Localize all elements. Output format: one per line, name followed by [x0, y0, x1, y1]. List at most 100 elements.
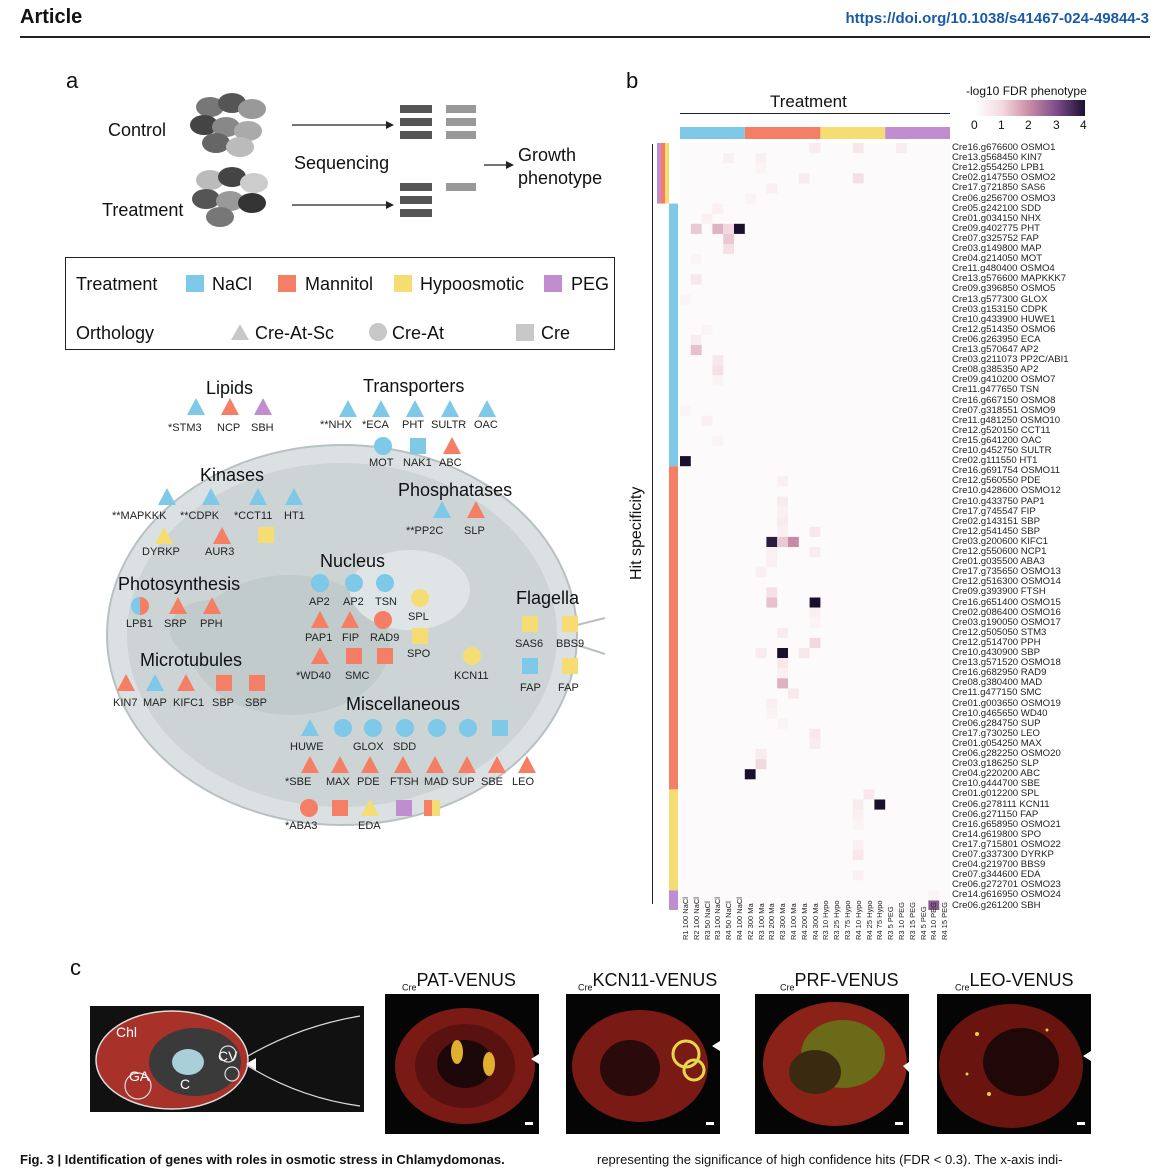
heatmap-cell	[809, 617, 821, 628]
colorbar-title: -log10 FDR phenotype	[966, 84, 1087, 98]
heatmap-row-label: Cre04.g219700 BBS9	[952, 859, 1046, 871]
heatmap-cell	[852, 173, 864, 184]
heatmap-row-label: Cre09.g410200 OSMO7	[952, 374, 1056, 386]
heatmap-row-label: Cre03.g153150 CDPK	[952, 303, 1048, 315]
heatmap-row-label: Cre16.g691754 OSMO11	[952, 465, 1061, 477]
triangle-icon	[518, 756, 536, 773]
heatmap-column-label: R4 75 Hypo	[875, 900, 885, 940]
heatmap-cell	[852, 870, 864, 881]
heatmap-cell	[766, 183, 778, 194]
circle-icon	[428, 719, 446, 737]
heatmap-column-label: R4 15 PEG	[940, 902, 950, 940]
heatmap-row-label: Cre01.g034150 NHX	[952, 212, 1042, 224]
column-group-bar	[680, 127, 745, 139]
heatmap-row-label: Cre12.g550600 NCP1	[952, 546, 1047, 557]
sequencing-label: Sequencing	[294, 153, 390, 173]
circle-icon	[345, 574, 363, 592]
triangle-icon	[488, 756, 506, 773]
heatmap-row-label: Cre16.g658950 OSMO21	[952, 818, 1061, 830]
heatmap-row-label: Cre01.g003650 OSMO19	[952, 697, 1061, 709]
heatmap-column-label: R3 200 Ma	[767, 903, 777, 940]
heatmap	[657, 127, 950, 910]
circle-icon	[364, 719, 382, 737]
heatmap-row-label: Cre10.g465650 WD40	[952, 707, 1048, 719]
gene-label: PDE	[357, 776, 380, 788]
gene-label: EDA	[358, 820, 381, 832]
circle-icon	[411, 589, 429, 607]
heatmap-row-label: Cre13.g570647 AP2	[952, 344, 1039, 355]
gene-label: RAD9	[370, 632, 400, 644]
heatmap-row-label: Cre16.g682950 RAD9	[952, 667, 1047, 679]
heatmap-column-label: R4 100 Ma	[789, 903, 798, 940]
heatmap-cell	[734, 223, 745, 234]
gene-label: PAP1	[305, 632, 333, 644]
triangle-icon	[177, 674, 195, 691]
triangle-icon	[406, 400, 424, 417]
heatmap-row-label: Cre08.g380400 MAD	[952, 677, 1043, 689]
heatmap-cell	[777, 496, 788, 507]
gene-label: ABC	[439, 457, 462, 469]
heatmap-cell	[723, 233, 734, 244]
gene-label: HT1	[284, 510, 305, 522]
triangle-icon	[441, 400, 459, 417]
heatmap-cell	[766, 708, 778, 719]
triangle-icon	[458, 756, 476, 773]
column-group-bar	[820, 127, 886, 139]
square-icon	[412, 628, 428, 644]
heatmap-column-label: R4 10 PEG	[929, 902, 939, 940]
heatmap-row-label: Cre06.g284750 SUP	[952, 717, 1041, 729]
heatmap-cell	[744, 193, 756, 204]
heatmap-cell	[777, 516, 788, 527]
legend-peg: PEG	[571, 274, 610, 294]
gene-label: **CDPK	[180, 510, 220, 522]
heatmap-row-label: Cre14.g616950 OSMO24	[952, 889, 1061, 901]
triangle-icon	[361, 756, 379, 773]
heatmap-cell	[723, 244, 734, 255]
row-specificity-bar	[669, 789, 678, 891]
circle-icon	[374, 611, 392, 629]
heatmap-row-label: Cre07.g337300 DYRKP	[952, 849, 1054, 860]
triangle-icon	[339, 400, 357, 417]
heatmap-column-label: R3 10 Hypo	[821, 900, 831, 940]
phenotype-label: phenotype	[518, 168, 603, 188]
panel-c-letter: c	[70, 955, 81, 980]
heatmap-cell	[809, 597, 821, 608]
heatmap-row-label: Cre12.g514350 OSMO6	[952, 323, 1056, 335]
heatmap-row-label: Cre01.g012200 SPL	[952, 788, 1039, 800]
heatmap-row-label: Cre03.g190050 OSMO17	[952, 616, 1061, 628]
gene-label: SLP	[464, 525, 485, 537]
heatmap-row-label: Cre02.g111550 HT1	[952, 455, 1038, 467]
triangle-icon	[158, 488, 176, 505]
doi-link[interactable]: https://doi.org/10.1038/s41467-024-49844…	[845, 10, 1150, 27]
gene-label: DYRKP	[142, 546, 180, 558]
gene-label: SBP	[245, 697, 268, 709]
heatmap-row-label: Cre07.g318551 OSMO9	[952, 404, 1056, 416]
heatmap-column-label: R3 100 NaCl	[713, 897, 723, 940]
triangle-icon	[169, 597, 187, 614]
heatmap-cell	[712, 365, 724, 376]
gene-label: PHT	[402, 419, 424, 431]
heatmap-cell	[712, 355, 724, 366]
micrograph-prf	[755, 994, 909, 1134]
heatmap-cell	[852, 799, 864, 810]
triangle-icon	[433, 501, 451, 518]
heatmap-row-label: Cre06.g263950 ECA	[952, 333, 1041, 345]
square-icon	[492, 720, 508, 736]
square-icon	[346, 648, 362, 664]
heatmap-cell	[798, 173, 810, 184]
heatmap-row-label: Cre11.g480400 OSMO4	[952, 263, 1055, 275]
triangle-icon	[187, 398, 205, 415]
growth-arrow	[484, 161, 514, 169]
category-phosphatases: Phosphatases	[398, 480, 513, 500]
heatmap-cell	[701, 415, 713, 426]
heatmap-row-label: Cre02.g086400 OSMO16	[952, 606, 1061, 618]
triangle-icon	[311, 647, 329, 664]
heatmap-row-label: Cre11.g481250 OSMO10	[952, 414, 1061, 426]
triangle-icon	[467, 501, 485, 518]
hypoosmotic-swatch	[394, 275, 412, 292]
heatmap-row-label: Cre02.g147550 OSMO2	[952, 172, 1056, 184]
heatmap-row-label: Cre13.g571520 OSMO18	[952, 657, 1061, 669]
treatment-bracket	[680, 113, 950, 114]
heatmap-cell	[723, 223, 734, 234]
micrograph-title: CreKCN11-VENUS	[578, 970, 718, 993]
